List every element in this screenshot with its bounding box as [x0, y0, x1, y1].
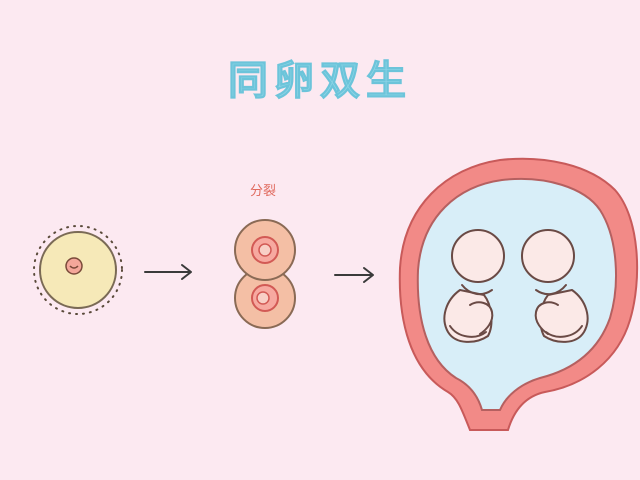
fertilized-egg — [33, 225, 123, 315]
fetus-left — [443, 229, 505, 343]
diagram-title: 同卵双生 — [228, 58, 412, 105]
dividing-cell — [234, 219, 296, 329]
upper-cell-nucleus — [251, 236, 279, 264]
uterus — [398, 157, 639, 431]
arrow-egg-to-split — [144, 264, 192, 280]
split-label: 分裂 — [249, 184, 276, 199]
fetus-right — [521, 229, 589, 343]
arrow-split-to-twins — [334, 267, 374, 283]
egg-nucleus — [65, 257, 83, 275]
lower-cell-nucleus — [251, 284, 279, 312]
